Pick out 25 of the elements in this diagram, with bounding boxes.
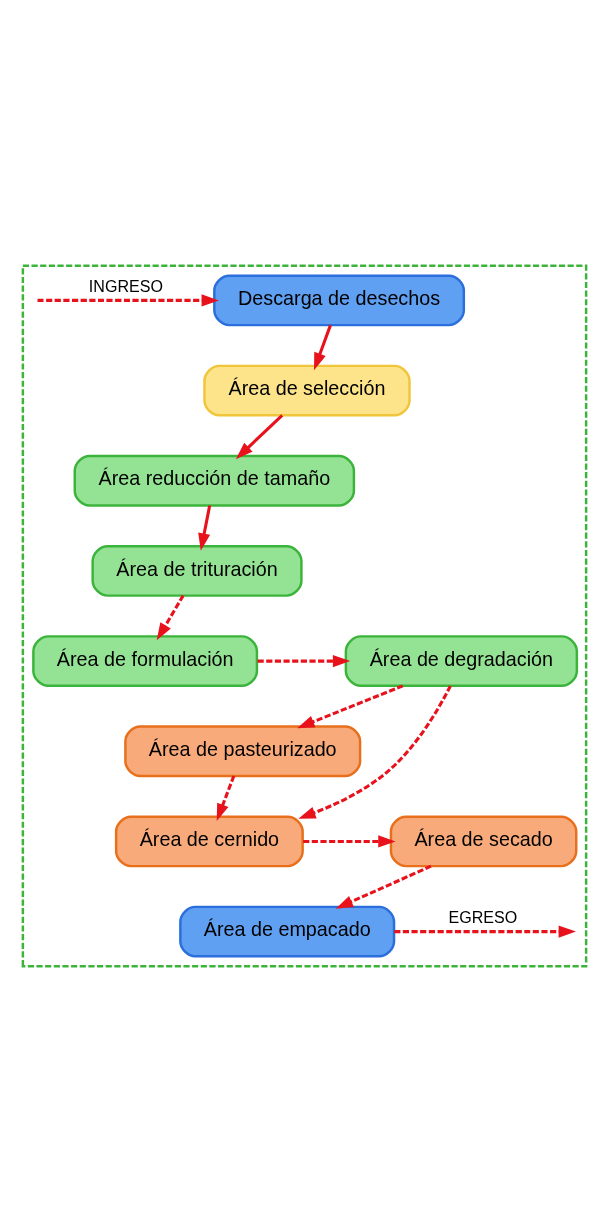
edge-label: INGRESO [88, 277, 163, 296]
arrow [235, 414, 284, 460]
node-box: Área de degradación [344, 635, 579, 688]
node-box: Área de cernido [114, 815, 304, 868]
node-box: Área de secado [389, 815, 578, 868]
node-box: Área de selección [203, 364, 411, 417]
arrow [198, 505, 212, 551]
arrow [303, 835, 396, 848]
node-box: Área de empacado [179, 905, 396, 958]
arrow [37, 294, 219, 307]
arrow [257, 655, 351, 668]
arrow [298, 685, 452, 819]
arrow [216, 775, 236, 821]
node-box: Área de pasteurizado [124, 725, 362, 778]
cluster [21, 264, 588, 968]
arrow [394, 925, 576, 938]
edge-label: EGRESO [448, 908, 518, 927]
node-box: Área reducción de tamaño [73, 454, 356, 507]
arrow [156, 594, 185, 641]
node-box: Área de formulación [32, 635, 259, 688]
arrow [335, 864, 432, 909]
arrow [314, 324, 332, 371]
arrow [297, 684, 404, 729]
node-box: Descarga de desechos [213, 274, 466, 327]
node-box: Área de trituración [91, 544, 303, 597]
